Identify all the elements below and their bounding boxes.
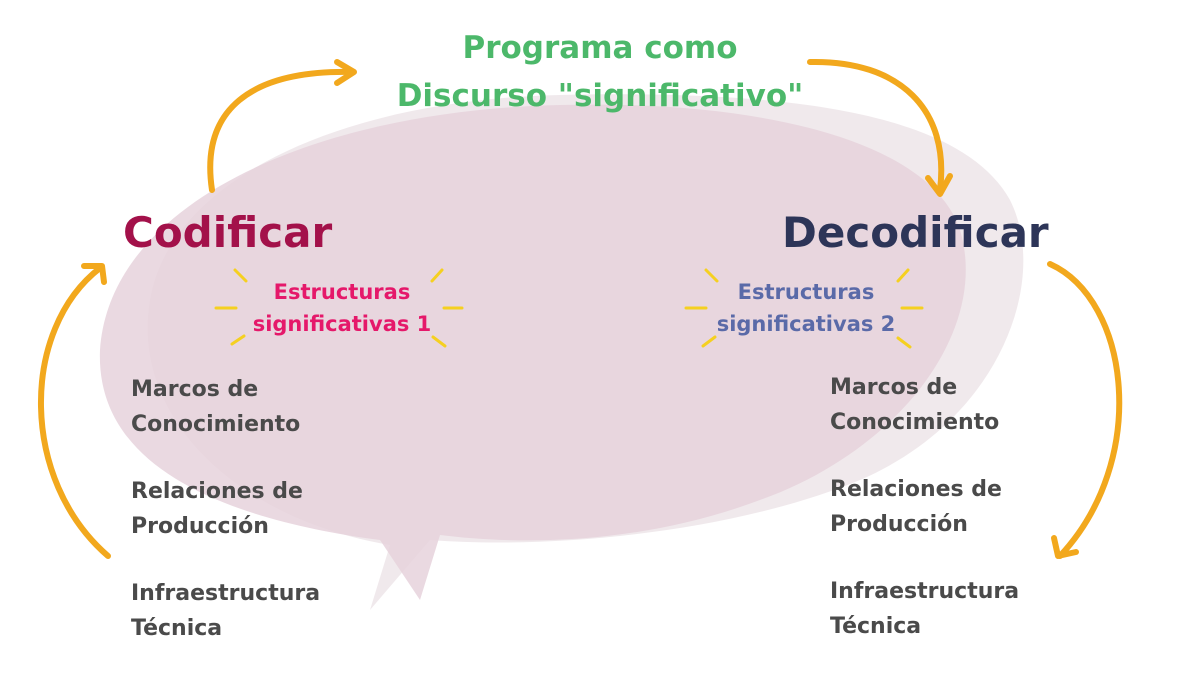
list-item-line-1: Marcos de xyxy=(131,372,391,407)
arrow-bottom-left-to-codificar xyxy=(41,268,108,556)
list-item: Relaciones de Producción xyxy=(830,472,1090,542)
list-item-line-2: Conocimiento xyxy=(131,407,391,442)
list-item-line-2: Conocimiento xyxy=(830,405,1090,440)
list-item-line-1: Infraestructura xyxy=(131,576,391,611)
list-item: Marcos de Conocimiento xyxy=(830,370,1090,440)
list-item: Relaciones de Producción xyxy=(131,474,391,544)
node-decodificar: Decodificar xyxy=(782,208,1049,258)
list-item-line-1: Marcos de xyxy=(830,370,1090,405)
list-item: Infraestructura Técnica xyxy=(830,574,1090,644)
list-item-line-1: Infraestructura xyxy=(830,574,1090,609)
title-line-2: Discurso "significativo" xyxy=(300,72,900,120)
structures-right-line-1: Estructuras xyxy=(696,276,916,308)
list-item: Infraestructura Técnica xyxy=(131,576,391,646)
list-item-line-2: Producción xyxy=(830,507,1090,542)
list-item-line-2: Producción xyxy=(131,509,391,544)
factors-list-right: Marcos de Conocimiento Relaciones de Pro… xyxy=(830,370,1090,676)
structures-left-line-2: significativas 1 xyxy=(232,308,452,340)
structures-right: Estructuras significativas 2 xyxy=(696,276,916,340)
list-item-line-1: Relaciones de xyxy=(131,474,391,509)
structures-right-line-2: significativas 2 xyxy=(696,308,916,340)
title-line-1: Programa como xyxy=(300,24,900,72)
node-codificar: Codificar xyxy=(123,208,332,258)
factors-list-left: Marcos de Conocimiento Relaciones de Pro… xyxy=(131,372,391,678)
list-item: Marcos de Conocimiento xyxy=(131,372,391,442)
list-item-line-2: Técnica xyxy=(131,611,391,646)
list-item-line-1: Relaciones de xyxy=(830,472,1090,507)
diagram-title: Programa como Discurso "significativo" xyxy=(300,24,900,120)
list-item-line-2: Técnica xyxy=(830,609,1090,644)
structures-left: Estructuras significativas 1 xyxy=(232,276,452,340)
structures-left-line-1: Estructuras xyxy=(232,276,452,308)
